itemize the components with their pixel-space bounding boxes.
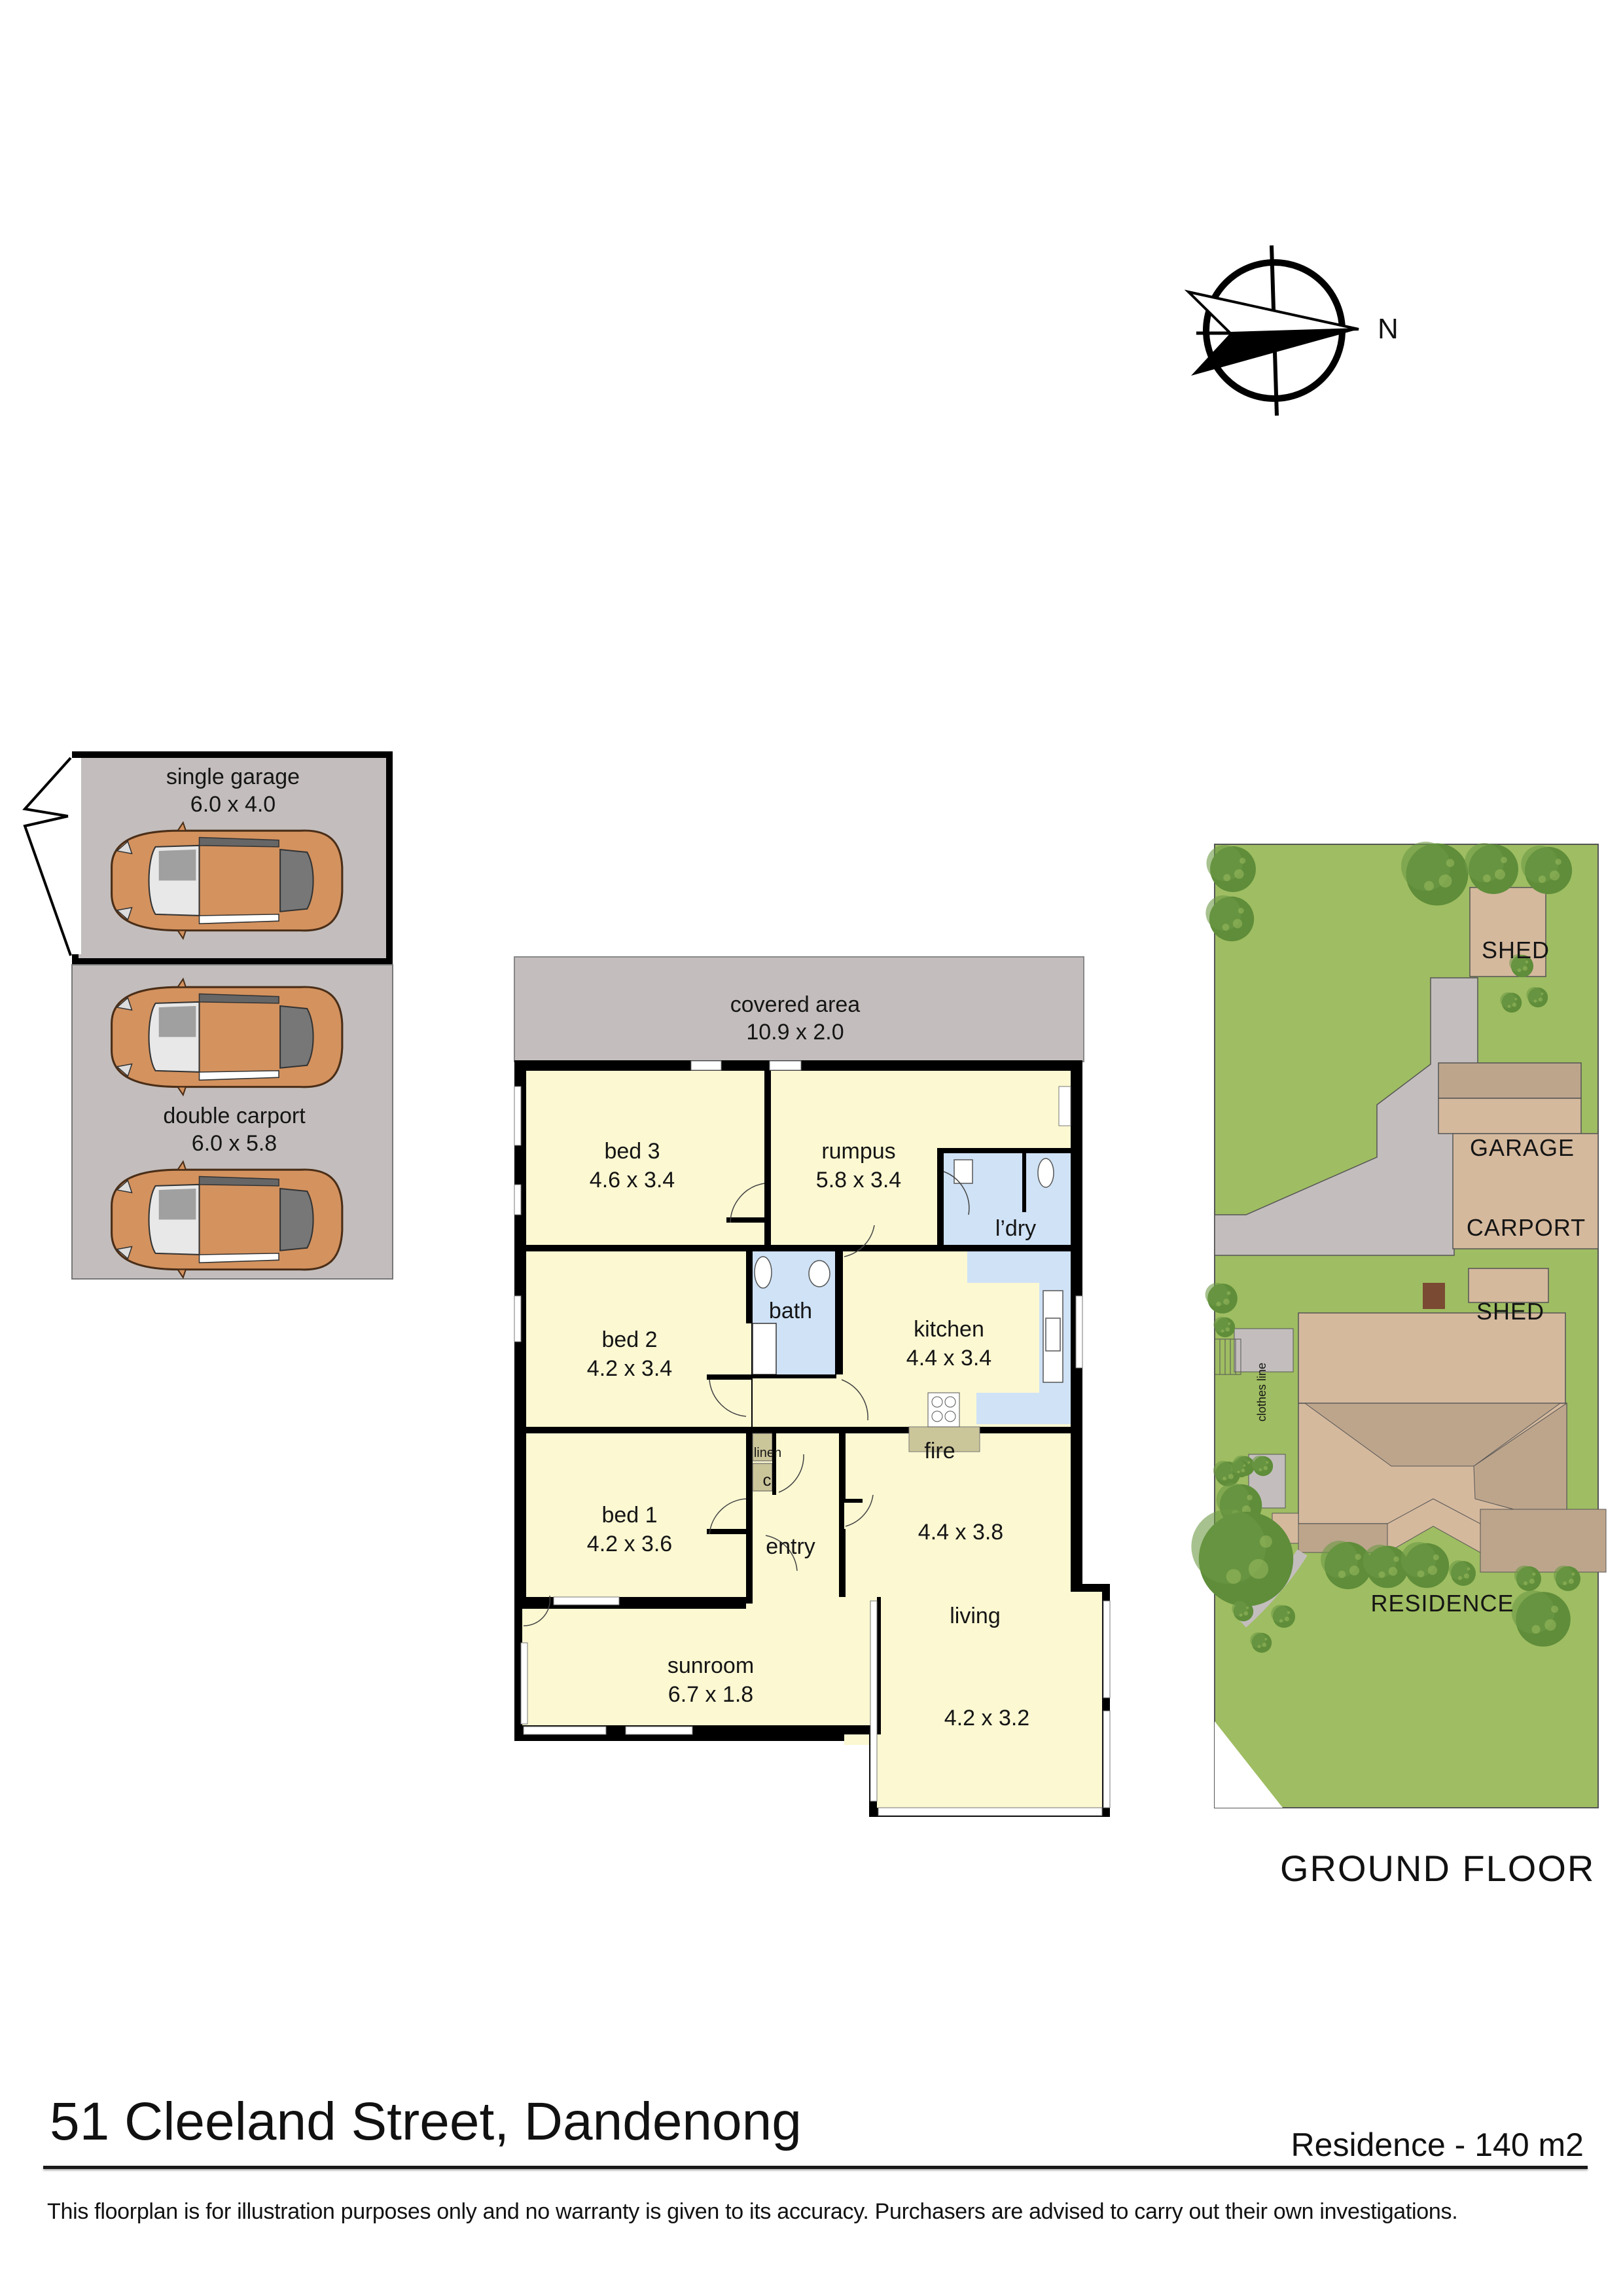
garage-door-icon <box>22 757 72 956</box>
sunroom-size: 6.7 x 1.8 <box>668 1682 753 1707</box>
cooktop-icon <box>927 1392 960 1427</box>
residence-area: Residence - 140 m2 <box>1291 2126 1584 2163</box>
site-garage <box>1438 1098 1582 1134</box>
rumpus-size: 5.8 x 3.4 <box>816 1168 901 1193</box>
floor-label: GROUND FLOOR <box>1280 1848 1596 1889</box>
garage-name: single garage <box>166 764 300 789</box>
north-arrow-icon <box>1184 245 1359 416</box>
room-hallway <box>753 1374 843 1428</box>
garage-size: 6.0 x 4.0 <box>190 792 276 817</box>
site-shed-mid <box>1468 1268 1549 1303</box>
site-residence <box>1298 1312 1566 1404</box>
car-topview-icon <box>111 1160 344 1279</box>
car-topview-icon <box>111 978 344 1096</box>
clothes-line-label: clothes line <box>1255 1363 1268 1422</box>
bed1-name: bed 1 <box>601 1503 657 1528</box>
sunroom-name: sunroom <box>668 1653 754 1678</box>
windows <box>514 1060 1111 1816</box>
room-bed3 <box>526 1071 764 1246</box>
covered-area-name: covered area <box>730 992 861 1017</box>
property-address: 51 Cleeland Street, Dandenong <box>50 2092 802 2151</box>
fireplace <box>908 1426 980 1452</box>
north-label: N <box>1378 313 1399 345</box>
linen-cupboard <box>752 1433 773 1462</box>
bed3-size: 4.6 x 3.4 <box>590 1168 675 1193</box>
site-plan <box>1191 842 1607 1808</box>
cupboard-c <box>752 1463 773 1492</box>
room-sunroom <box>522 1609 870 1725</box>
covered-area <box>514 956 1084 1062</box>
covered-area-size: 10.9 x 2.0 <box>746 1020 844 1045</box>
kitchen-sink-icon <box>1043 1290 1063 1383</box>
living-size-upper: 4.4 x 3.8 <box>918 1520 1003 1545</box>
bed2-name: bed 2 <box>601 1327 657 1352</box>
site-shed-top <box>1469 887 1546 977</box>
linen-label: linen <box>754 1446 781 1460</box>
site-shed-mid-label: SHED <box>1476 1298 1544 1325</box>
entry-name: entry <box>766 1534 815 1559</box>
bed2-size: 4.2 x 3.4 <box>587 1356 672 1381</box>
site-carport <box>1452 1133 1599 1249</box>
carport-name: double carport <box>163 1103 306 1128</box>
rumpus-name: rumpus <box>821 1139 895 1164</box>
room-bed2 <box>526 1251 751 1427</box>
living-size-lower: 4.2 x 3.2 <box>944 1706 1029 1731</box>
site-shed-top-label: SHED <box>1482 937 1550 963</box>
site-residence-label: RESIDENCE <box>1370 1590 1514 1617</box>
toilet-icon <box>754 1158 1054 1289</box>
door-swing-icons <box>523 1171 970 1626</box>
bath-name: bath <box>769 1299 812 1323</box>
fire-label: fire <box>924 1439 955 1463</box>
laundry-name: l’dry <box>995 1216 1036 1241</box>
bed3-name: bed 3 <box>604 1139 660 1164</box>
car-topview-icon <box>111 821 344 940</box>
bed1-size: 4.2 x 3.6 <box>587 1532 672 1556</box>
kitchen-size: 4.4 x 3.4 <box>906 1346 991 1371</box>
site-carport-label: CARPORT <box>1467 1214 1586 1241</box>
title-divider <box>43 2166 1588 2169</box>
carport-size: 6.0 x 5.8 <box>192 1131 277 1156</box>
kitchen-name: kitchen <box>914 1317 984 1342</box>
disclaimer: This floorplan is for illustration purpo… <box>47 2199 1458 2224</box>
site-garage-label: GARAGE <box>1470 1134 1575 1161</box>
living-name: living <box>950 1604 1000 1628</box>
steps-icon <box>1214 1338 1241 1375</box>
room-bed1 <box>526 1432 746 1604</box>
cupboard-label: c <box>763 1470 772 1490</box>
